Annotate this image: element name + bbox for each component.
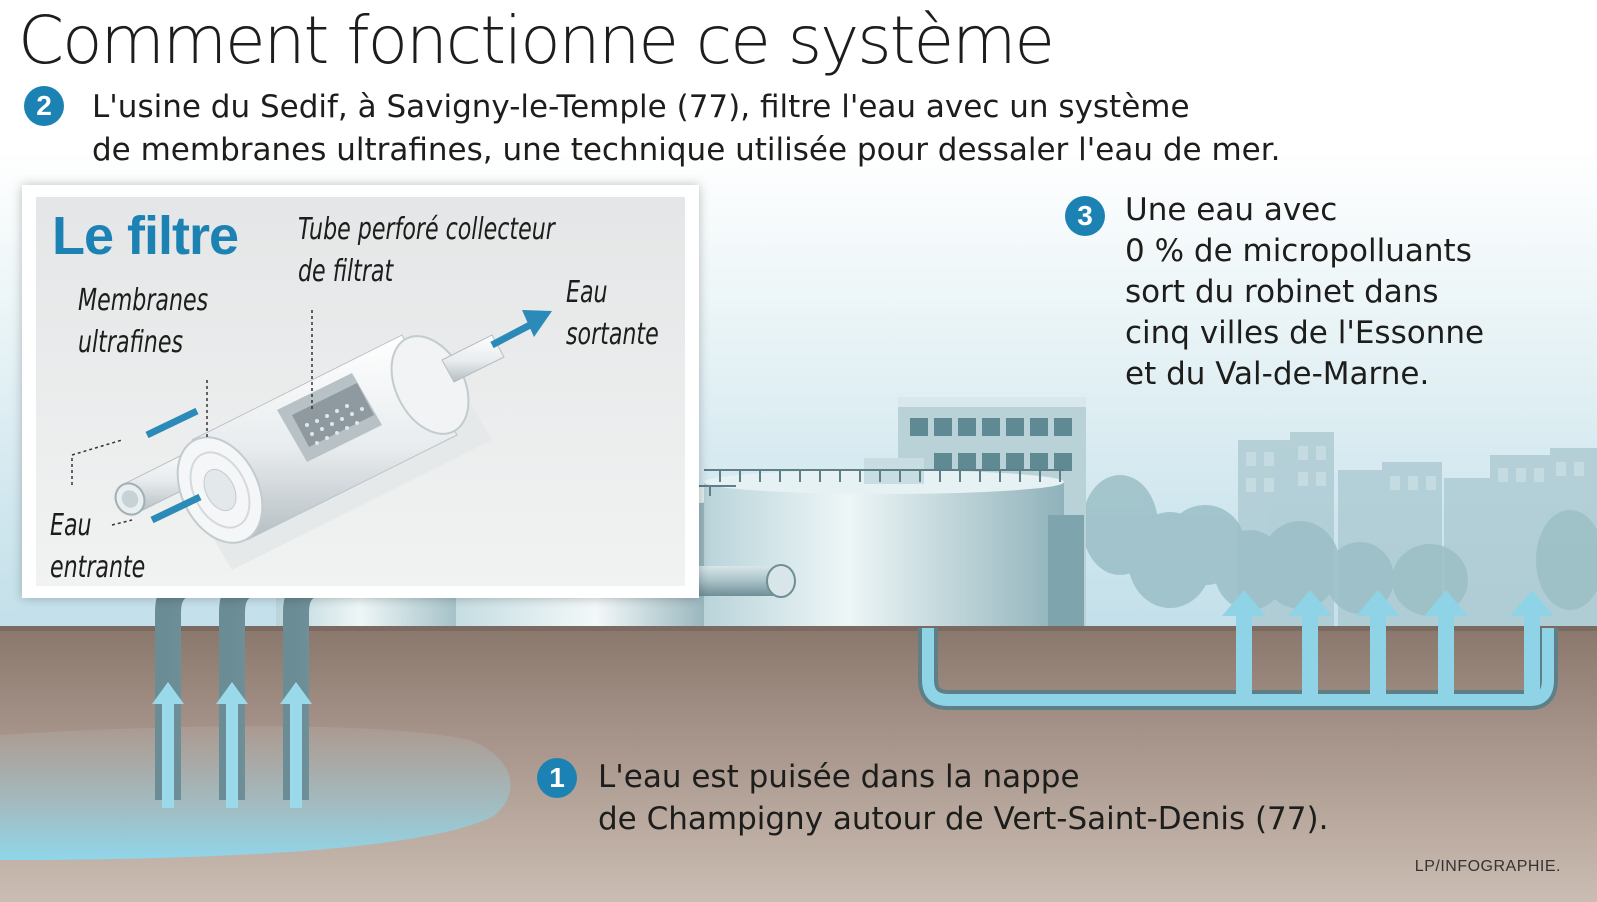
filter-cartridge-illustration — [71, 310, 552, 570]
step-3-text: Une eau avec 0 % de micropolluants sort … — [1125, 190, 1484, 395]
step-3-line-5: et du Val-de-Marne. — [1125, 356, 1430, 392]
step-2-text: L'usine du Sedif, à Savigny-le-Temple (7… — [92, 86, 1280, 172]
step-2-line-2: de membranes ultrafines, une technique u… — [92, 132, 1281, 168]
tube-label-line-1: Tube perforé collecteur — [298, 212, 555, 247]
membranes-label-line-2: ultrafines — [78, 325, 183, 360]
step-3-line-4: cinq villes de l'Essonne — [1125, 315, 1485, 351]
step-3-line-2: 0 % de micropolluants — [1125, 233, 1472, 269]
aquifer-nappe — [0, 726, 511, 860]
step-1-badge: 1 — [537, 758, 577, 798]
intake-arrows — [152, 682, 312, 808]
ground-surface — [0, 626, 1597, 631]
outflow-label-line-1: Eau — [566, 275, 608, 310]
step-1-line-1: L'eau est puisée dans la nappe — [598, 759, 1080, 795]
distribution-pipe — [918, 628, 1558, 710]
step-1-line-2: de Champigny autour de Vert-Saint-Denis … — [598, 801, 1329, 837]
tube-label-line-2: de filtrat — [298, 254, 394, 289]
tube-label: Tube perforé collecteur de filtrat — [298, 209, 555, 293]
step-1-text: L'eau est puisée dans la nappe de Champi… — [598, 756, 1328, 840]
outflow-label: Eau sortante — [566, 272, 659, 356]
inflow-label-line-1: Eau — [50, 508, 92, 543]
inflow-label-line-2: entrante — [50, 550, 146, 585]
credit: LP/INFOGRAPHIE. — [1414, 858, 1561, 875]
filter-title: Le filtre — [52, 206, 239, 266]
city-windows — [1246, 446, 1584, 492]
outflow-label-line-2: sortante — [566, 317, 659, 352]
step-3-line-1: Une eau avec — [1125, 192, 1338, 228]
step-3-badge: 3 — [1065, 196, 1105, 236]
membranes-label: Membranes ultrafines — [78, 280, 208, 364]
step-2-line-1: L'usine du Sedif, à Savigny-le-Temple (7… — [92, 89, 1190, 125]
outflow-arrows — [1222, 590, 1554, 696]
membranes-label-line-1: Membranes — [78, 283, 209, 318]
page-title: Comment fonctionne ce système — [18, 2, 1055, 79]
inflow-label: Eau entrante — [50, 505, 145, 589]
step-2-badge: 2 — [24, 86, 64, 126]
step-3-line-3: sort du robinet dans — [1125, 274, 1439, 310]
